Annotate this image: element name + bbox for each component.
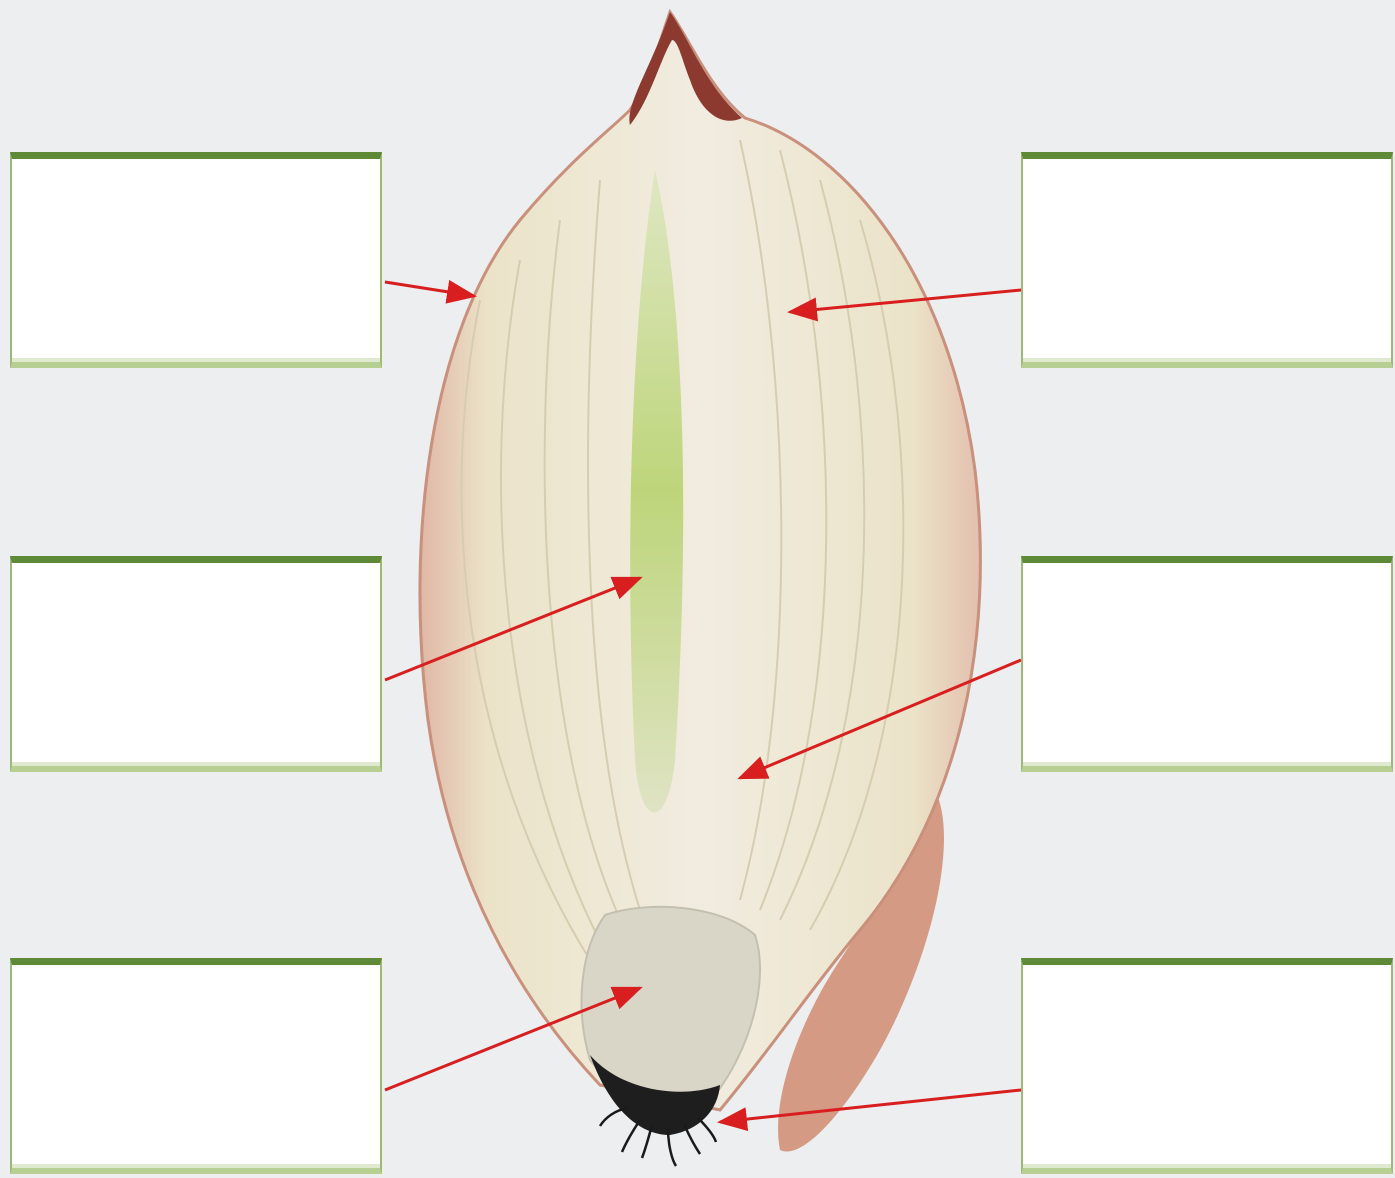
label-box-top-right[interactable] <box>1021 152 1393 368</box>
label-box-middle-left[interactable] <box>10 556 382 772</box>
arrow-bottom-right <box>720 1090 1021 1122</box>
label-box-middle-right[interactable] <box>1021 556 1393 772</box>
label-box-top-left[interactable] <box>10 152 382 368</box>
label-box-bottom-left[interactable] <box>10 958 382 1174</box>
label-box-bottom-right[interactable] <box>1021 958 1393 1174</box>
arrow-top-left <box>385 282 474 296</box>
